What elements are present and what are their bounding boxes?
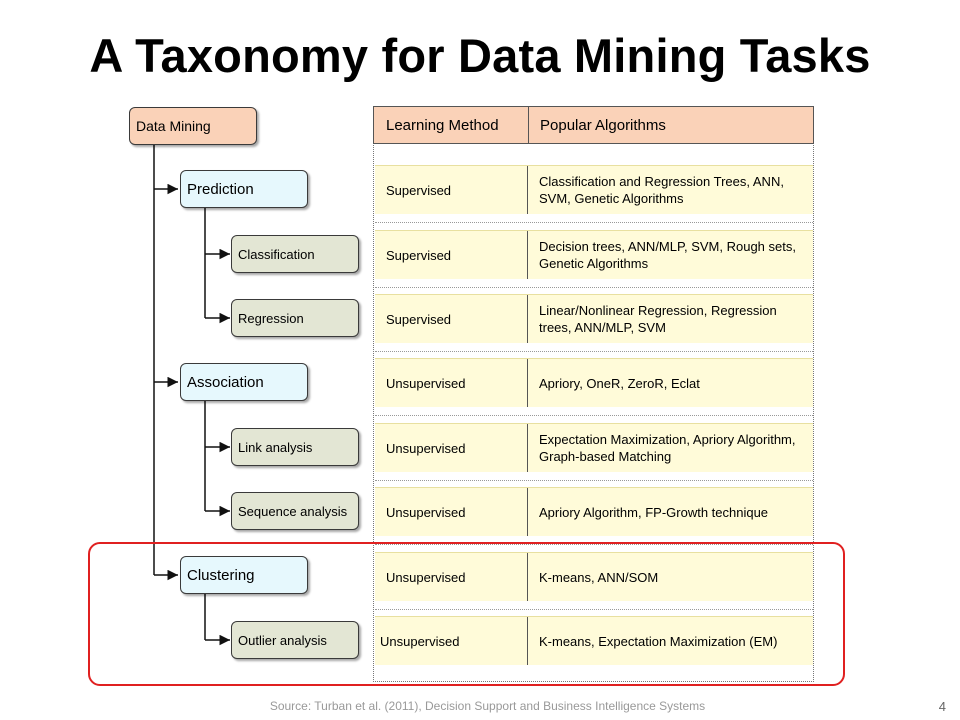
node-data-mining: Data Mining: [129, 107, 257, 145]
row-learning-method: Supervised: [375, 231, 528, 279]
header-learning-method: Learning Method: [374, 107, 529, 143]
row-separator: [375, 609, 813, 610]
header-popular-algorithms: Popular Algorithms: [540, 116, 666, 134]
row-separator: [375, 222, 813, 223]
node-regression: Regression: [231, 299, 359, 337]
node-clustering: Clustering: [180, 556, 308, 594]
row-algorithms: Decision trees, ANN/MLP, SVM, Rough sets…: [539, 239, 796, 271]
row-learning-method: Supervised: [375, 166, 528, 214]
table-row: Unsupervised K-means, Expectation Maximi…: [375, 616, 813, 665]
node-link-analysis: Link analysis: [231, 428, 359, 466]
row-algorithms: K-means, ANN/SOM: [539, 569, 659, 585]
table-row: Supervised Classification and Regression…: [375, 165, 813, 214]
table-row: Unsupervised Apriory, OneR, ZeroR, Eclat: [375, 358, 813, 407]
row-algorithms: Apriory Algorithm, FP-Growth technique: [539, 504, 769, 520]
clustering-highlight-box: [88, 542, 845, 686]
row-learning-method: Unsupervised: [375, 553, 528, 601]
row-separator: [375, 287, 813, 288]
table-row: Supervised Linear/Nonlinear Regression, …: [375, 294, 813, 343]
row-learning-method: Unsupervised: [375, 488, 528, 536]
table-row: Unsupervised Apriory Algorithm, FP-Growt…: [375, 487, 813, 536]
taxonomy-tree: Data Mining Prediction Classification Re…: [0, 0, 370, 680]
table-row: Unsupervised K-means, ANN/SOM: [375, 552, 813, 601]
node-prediction: Prediction: [180, 170, 308, 208]
row-separator: [375, 544, 813, 545]
row-algorithms: Apriory, OneR, ZeroR, Eclat: [539, 375, 700, 391]
row-separator: [375, 415, 813, 416]
row-separator: [375, 351, 813, 352]
row-algorithms: Linear/Nonlinear Regression, Regression …: [539, 303, 777, 335]
row-separator: [375, 480, 813, 481]
row-learning-method: Unsupervised: [375, 617, 528, 665]
node-classification: Classification: [231, 235, 359, 273]
page-number: 4: [938, 699, 946, 714]
source-citation: Source: Turban et al. (2011), Decision S…: [269, 699, 706, 713]
node-sequence-analysis: Sequence analysis: [231, 492, 359, 530]
node-outlier-analysis: Outlier analysis: [231, 621, 359, 659]
table-header: Learning Method Popular Algorithms: [373, 106, 814, 144]
node-association: Association: [180, 363, 308, 401]
tree-connectors: [153, 145, 230, 646]
row-learning-method: Supervised: [375, 295, 528, 343]
row-learning-method: Unsupervised: [375, 424, 528, 472]
table-row: Unsupervised Expectation Maximization, A…: [375, 423, 813, 472]
row-learning-method: Unsupervised: [375, 359, 528, 407]
row-algorithms: Expectation Maximization, Apriory Algori…: [539, 432, 796, 464]
slide-title: A Taxonomy for Data Mining Tasks: [89, 29, 871, 82]
row-algorithms: Classification and Regression Trees, ANN…: [539, 174, 784, 206]
table-row: Supervised Decision trees, ANN/MLP, SVM,…: [375, 230, 813, 279]
row-algorithms: K-means, Expectation Maximization (EM): [539, 633, 778, 649]
algorithm-table-frame: [373, 106, 814, 682]
